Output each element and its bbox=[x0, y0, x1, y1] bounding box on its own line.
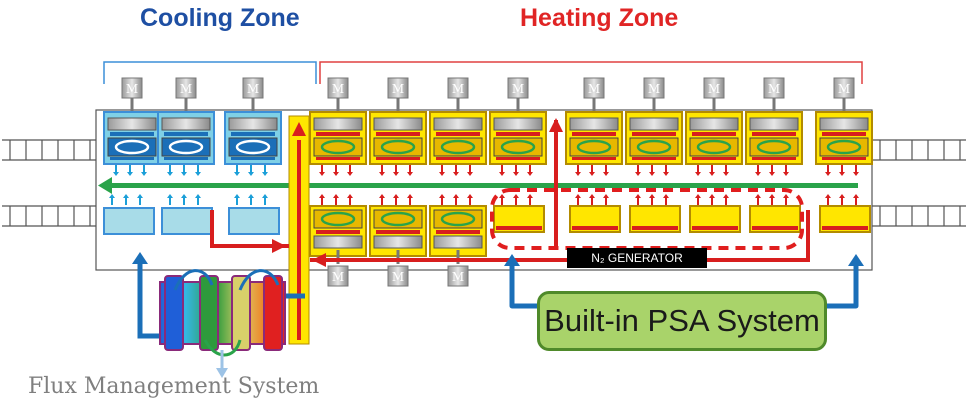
motor-label: M bbox=[588, 82, 600, 96]
heating-bottom-module bbox=[629, 194, 681, 233]
motor-label: M bbox=[452, 82, 464, 96]
flux-management-unit bbox=[159, 269, 286, 378]
motor-label: M bbox=[708, 82, 720, 96]
top-motor: M bbox=[242, 77, 264, 99]
heating-fan-module bbox=[309, 111, 367, 165]
bottom-motor: M bbox=[447, 265, 469, 287]
psa-supply-pipe bbox=[509, 262, 859, 309]
flux-management-title: Flux Management System bbox=[28, 374, 320, 399]
motor-label: M bbox=[512, 82, 524, 96]
heating-bottom-fan-module bbox=[369, 194, 427, 257]
motor-label: M bbox=[648, 82, 660, 96]
heating-bottom-fan-module bbox=[309, 194, 367, 257]
top-motor: M bbox=[763, 77, 785, 99]
motor-label: M bbox=[126, 82, 138, 96]
motor-label: M bbox=[838, 82, 850, 96]
cooling-bottom-module bbox=[103, 194, 155, 235]
heating-fan-module bbox=[369, 111, 427, 165]
heating-bottom-module bbox=[749, 194, 801, 233]
top-motor: M bbox=[387, 77, 409, 99]
motor-label: M bbox=[768, 82, 780, 96]
cooling-bottom-module bbox=[161, 194, 213, 235]
exit-rails bbox=[872, 139, 966, 227]
n2-generator-outline bbox=[490, 188, 804, 250]
cooling-bottom-module bbox=[228, 194, 280, 235]
top-motor: M bbox=[175, 77, 197, 99]
top-motor: M bbox=[643, 77, 665, 99]
cooling-fan-module bbox=[157, 111, 215, 165]
motor-label: M bbox=[392, 82, 404, 96]
cooling-fan-module bbox=[224, 111, 282, 165]
cooling-zone-title: Cooling Zone bbox=[140, 4, 300, 32]
psa-system-box: Built-in PSA System bbox=[537, 291, 827, 351]
flux-loop bbox=[137, 260, 305, 339]
top-motor: M bbox=[507, 77, 529, 99]
top-motor: M bbox=[121, 77, 143, 99]
motor-label: M bbox=[180, 82, 192, 96]
top-motor: M bbox=[703, 77, 725, 99]
heating-zone-bracket bbox=[319, 61, 863, 84]
cooling-fan-module bbox=[103, 111, 161, 165]
heating-bottom-module bbox=[569, 194, 621, 233]
conveyor-line bbox=[110, 183, 858, 188]
entrance-rails bbox=[2, 139, 96, 227]
motor-label: M bbox=[332, 270, 344, 284]
heating-fan-module bbox=[745, 111, 803, 165]
motor-label: M bbox=[332, 82, 344, 96]
motor-label: M bbox=[392, 270, 404, 284]
top-motor: M bbox=[583, 77, 605, 99]
motor-label: M bbox=[452, 270, 464, 284]
cooling-zone-bracket bbox=[103, 61, 317, 84]
top-motor: M bbox=[447, 77, 469, 99]
conveyor-arrow-left bbox=[98, 177, 112, 194]
heating-fan-module bbox=[489, 111, 547, 165]
bottom-motor: M bbox=[387, 265, 409, 287]
top-motor: M bbox=[833, 77, 855, 99]
heating-bottom-module bbox=[689, 194, 741, 233]
heating-fan-module bbox=[625, 111, 683, 165]
motor-label: M bbox=[247, 82, 259, 96]
n2-generator-label: N₂ GENERATOR bbox=[567, 248, 707, 268]
heating-zone-title: Heating Zone bbox=[520, 4, 679, 32]
heating-fan-module bbox=[815, 111, 873, 165]
heating-fan-module bbox=[685, 111, 743, 165]
heating-fan-module bbox=[565, 111, 623, 165]
top-motor: M bbox=[327, 77, 349, 99]
exhaust-flow bbox=[210, 120, 810, 262]
bottom-motor: M bbox=[327, 265, 349, 287]
heating-bottom-module bbox=[819, 194, 871, 233]
heating-fan-module bbox=[429, 111, 487, 165]
